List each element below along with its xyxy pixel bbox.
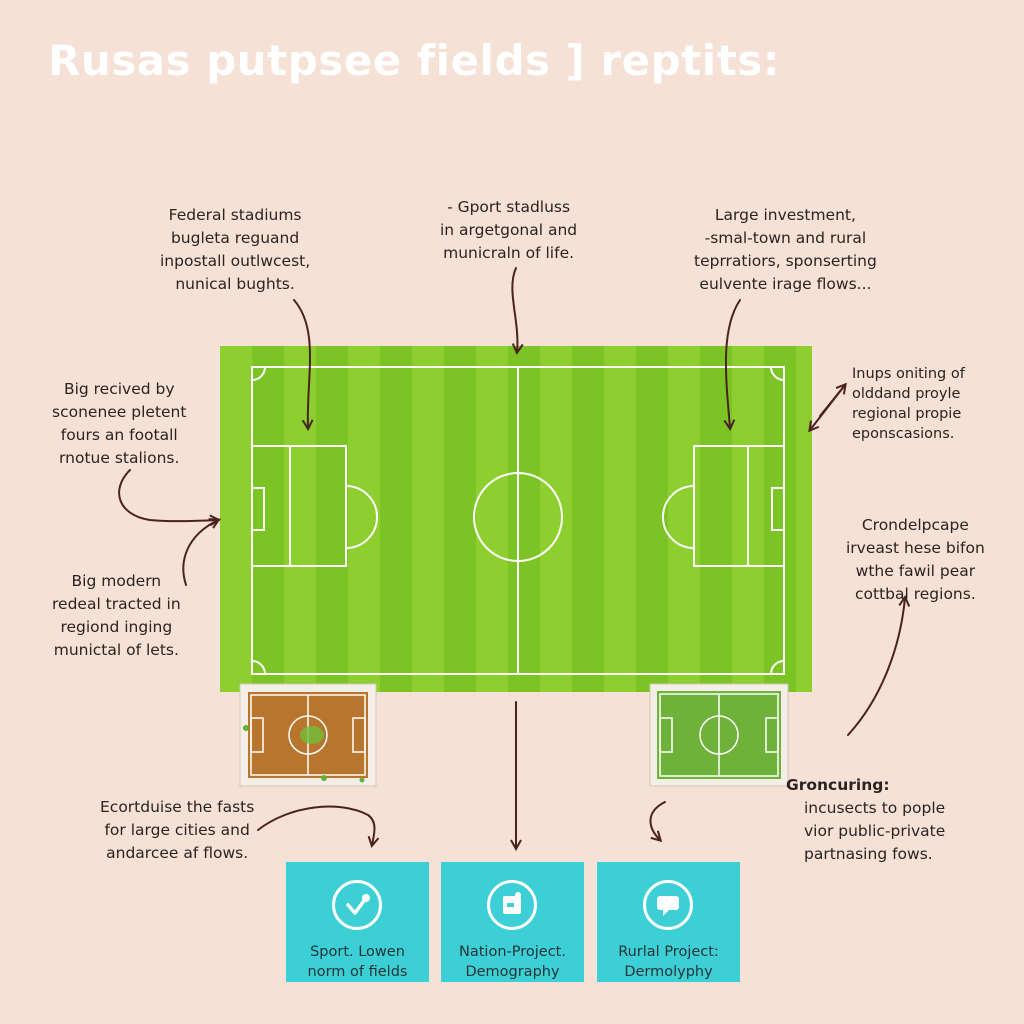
arrow-top-right bbox=[726, 299, 741, 428]
connector-arrows bbox=[118, 267, 905, 848]
card-nation-project: Nation-Project.Demography bbox=[441, 862, 584, 982]
arrow-mid-left-bottom bbox=[182, 520, 218, 586]
card-label: Nation-Project.Demography bbox=[459, 944, 566, 980]
right-penalty-arc bbox=[662, 485, 695, 549]
small-green-pitch bbox=[649, 683, 789, 787]
main-football-pitch bbox=[220, 346, 812, 692]
card-label: Rurlal Project:Dermolyphy bbox=[618, 944, 719, 980]
left-goal-box bbox=[251, 487, 265, 531]
card-rural-project: Rurlal Project:Dermolyphy bbox=[597, 862, 740, 982]
arrow-top-center bbox=[511, 267, 517, 352]
document-icon bbox=[487, 880, 537, 930]
right-goal-box bbox=[771, 487, 785, 531]
left-penalty-arc bbox=[345, 485, 378, 549]
arrow-right-mid bbox=[847, 598, 905, 736]
check-circle-icon bbox=[332, 880, 382, 930]
arrow-bottom-right bbox=[649, 801, 666, 840]
arrow-right-top-out bbox=[819, 385, 845, 417]
page-title: Rusas putpsee fields ] reptits: bbox=[48, 36, 781, 85]
center-circle bbox=[473, 472, 563, 562]
arrow-mid-left-top bbox=[118, 469, 218, 521]
small-dirt-pitch bbox=[239, 683, 377, 787]
chat-bubble-icon bbox=[643, 880, 693, 930]
arrow-top-left bbox=[293, 299, 310, 428]
arrow-bottom-left bbox=[257, 805, 375, 845]
